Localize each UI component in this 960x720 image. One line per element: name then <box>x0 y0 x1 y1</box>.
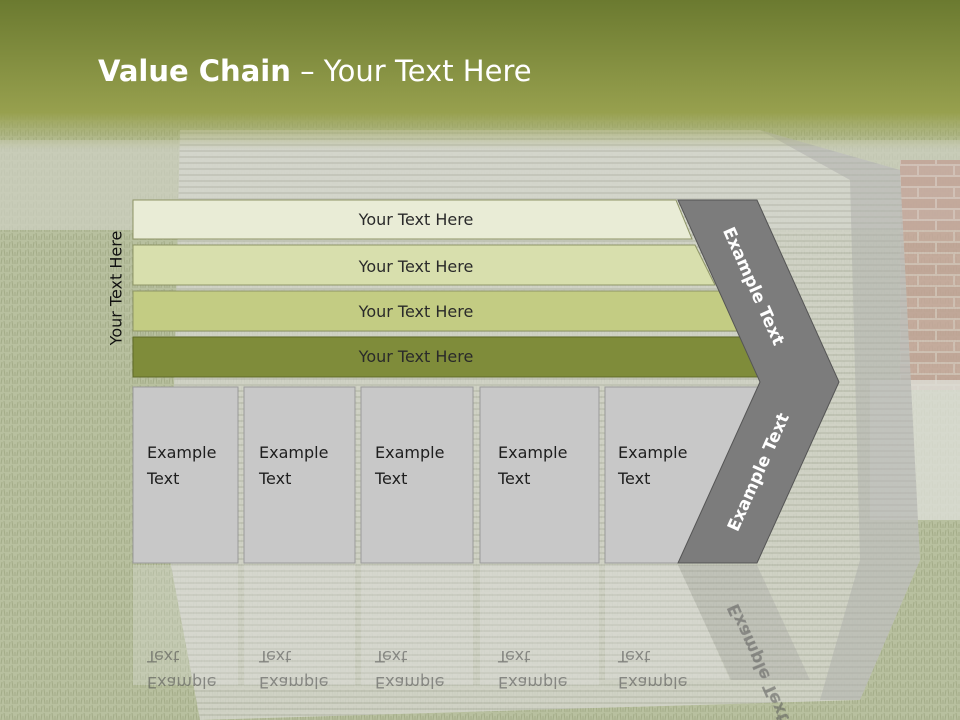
reflection-column-3 <box>361 565 473 685</box>
reflection-column-4-line1: Example <box>498 673 567 692</box>
chevron-shape <box>677 199 840 564</box>
bar-1: Your Text Here <box>132 199 693 240</box>
column-5-line2: Text <box>617 469 650 488</box>
column-4-box <box>479 386 600 564</box>
column-2: Example Text <box>243 386 356 564</box>
column-1: Example Text <box>132 386 239 564</box>
title-bold: Value Chain <box>98 54 291 88</box>
title-rest: – Your Text Here <box>290 54 532 88</box>
column-1-box <box>132 386 239 564</box>
bar-4-label: Your Text Here <box>358 347 474 366</box>
reflection-column-5 <box>605 565 730 680</box>
column-5-line1: Example <box>618 443 687 462</box>
reflection-column-1-line1: Example <box>147 673 216 692</box>
bar-3: Your Text Here <box>132 290 740 332</box>
reflection-column-1 <box>133 565 238 685</box>
column-1-line1: Example <box>147 443 216 462</box>
reflection-column-1-line2: Text <box>146 647 179 666</box>
column-4-line1: Example <box>498 443 567 462</box>
column-2-line1: Example <box>259 443 328 462</box>
bar-2-shape <box>132 244 716 286</box>
diagram-reflection <box>133 565 810 685</box>
column-4: Example Text <box>479 386 600 564</box>
reflection-column-4-line2: Text <box>497 647 530 666</box>
bar-2: Your Text Here <box>132 244 716 286</box>
column-2-line2: Text <box>258 469 291 488</box>
column-3-box <box>360 386 474 564</box>
column-3-line1: Example <box>375 443 444 462</box>
column-3: Example Text <box>360 386 474 564</box>
reflection-column-2-line1: Example <box>259 673 328 692</box>
reflection-column-3-line2: Text <box>374 647 407 666</box>
column-1-line2: Text <box>146 469 179 488</box>
bar-1-label: Your Text Here <box>358 210 474 229</box>
column-2-box <box>243 386 356 564</box>
reflection-column-5-line1: Example <box>618 673 687 692</box>
column-4-line2: Text <box>497 469 530 488</box>
bar-3-label: Your Text Here <box>358 302 474 321</box>
reflection-column-2-line2: Text <box>258 647 291 666</box>
reflection-chevron <box>678 565 810 680</box>
reflection-column-2 <box>244 565 355 685</box>
chevron-arrow: Example Text Example Text <box>677 199 840 564</box>
slide-title: Value Chain – Your Text Here <box>98 54 532 88</box>
bar-2-label: Your Text Here <box>358 257 474 276</box>
reflection-column-5-line2: Text <box>617 647 650 666</box>
bar-4: Your Text Here <box>132 336 764 378</box>
reflection-column-3-line1: Example <box>375 673 444 692</box>
bar-1-shape <box>132 199 693 240</box>
reflection-column-4 <box>480 565 599 685</box>
column-3-line2: Text <box>374 469 407 488</box>
